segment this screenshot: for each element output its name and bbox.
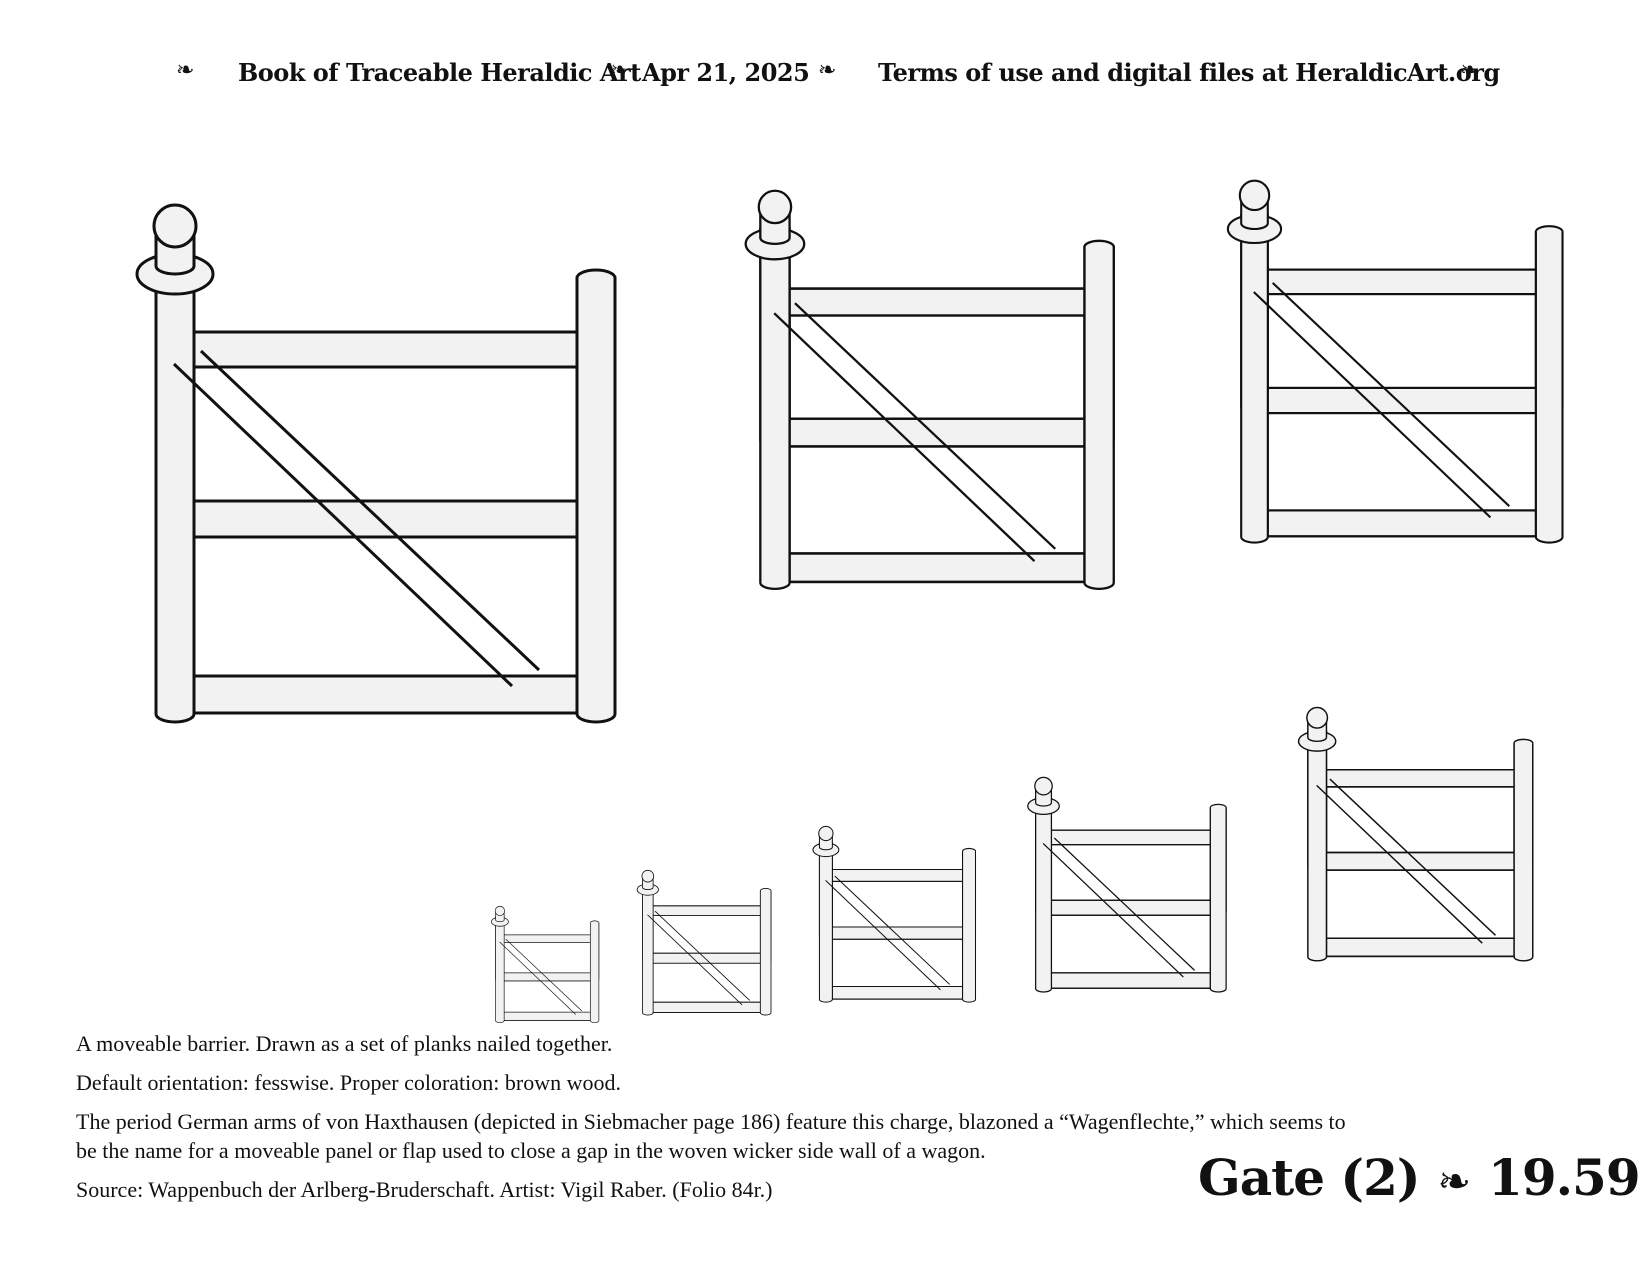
description-line-3a: The period German arms of von Haxthausen… [76, 1109, 1346, 1134]
book-title: Book of Traceable Heraldic Art [238, 58, 641, 87]
plate-name: Gate (2) [1198, 1148, 1421, 1207]
description-source: Source: Wappenbuch der Arlberg-Brudersch… [76, 1177, 773, 1202]
description-line-1: A moveable barrier. Drawn as a set of pl… [76, 1031, 613, 1056]
terms-link[interactable]: Terms of use and digital files at Herald… [878, 58, 1500, 87]
gate-medium [744, 189, 1115, 591]
gate-small [636, 869, 772, 1016]
gate-small-3 [1027, 776, 1227, 993]
gate-small-4 [1297, 706, 1534, 962]
header-ornament-1: ❧ [176, 58, 194, 83]
description-line-2: Default orientation: fesswise. Proper co… [76, 1070, 621, 1095]
header-date: Apr 21, 2025 [642, 58, 810, 87]
page-header: ❧ Book of Traceable Heraldic Art ❧ Apr 2… [0, 58, 1650, 98]
description-line-3b: be the name for a moveable panel or flap… [76, 1138, 986, 1163]
plate-number: 19.59 [1488, 1148, 1641, 1207]
gate-small-2 [812, 825, 977, 1003]
header-ornament-2: ❧ [610, 58, 628, 83]
header-ornament-3: ❧ [818, 58, 836, 83]
plate-ornament: ❧ [1437, 1159, 1472, 1205]
gate-tiny [490, 905, 600, 1023]
gate-large [135, 203, 617, 724]
plate-title: Gate (2) ❧ 19.59 [1198, 1148, 1641, 1207]
header-ornament-4: ❧ [1460, 58, 1478, 83]
gate-medium-right [1226, 179, 1564, 544]
